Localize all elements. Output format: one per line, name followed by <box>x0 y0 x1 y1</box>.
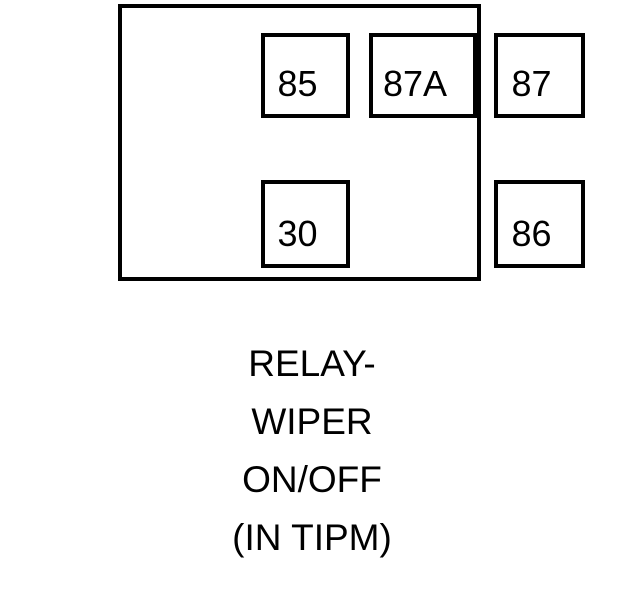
terminal-pad-87: 87 <box>494 33 585 118</box>
terminal-pad-87a: 87A <box>369 33 477 118</box>
terminal-pad-86: 86 <box>494 180 585 268</box>
terminal-label-86: 86 <box>511 213 552 254</box>
relay-body-outline: 85 87A 87 30 86 <box>118 4 585 281</box>
terminal-pad-85: 85 <box>261 33 350 118</box>
relay-caption: RELAY- WIPER ON/OFF (IN TIPM) <box>0 335 624 567</box>
terminal-label-87: 87 <box>511 63 552 104</box>
caption-line-4: (IN TIPM) <box>232 517 392 558</box>
caption-line-1: RELAY- <box>248 343 376 384</box>
terminal-label-30: 30 <box>277 213 318 254</box>
caption-line-2: WIPER <box>251 401 373 442</box>
terminal-label-87a: 87A <box>382 63 448 104</box>
terminal-pad-30: 30 <box>261 180 350 268</box>
caption-line-3: ON/OFF <box>242 459 382 500</box>
terminal-label-85: 85 <box>277 63 318 104</box>
